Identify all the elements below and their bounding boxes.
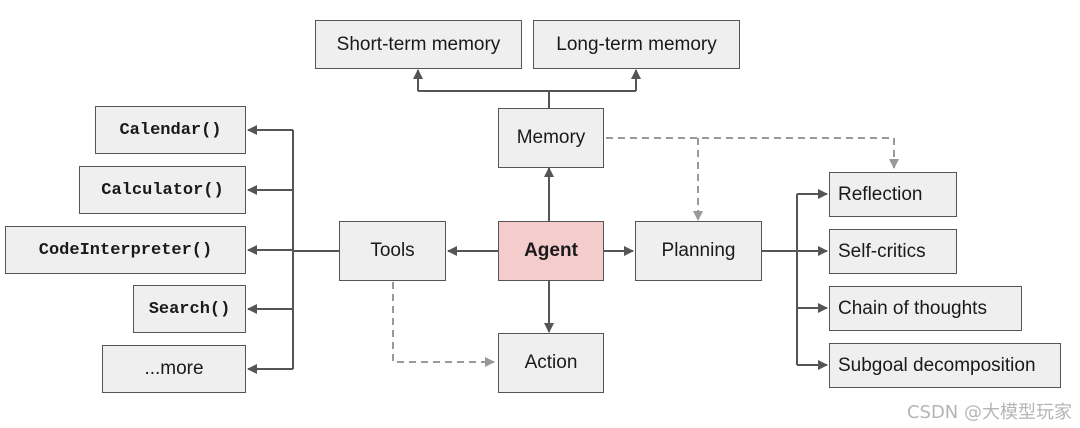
chain-of-thoughts-node: Chain of thoughts	[829, 286, 1022, 331]
action-node: Action	[498, 333, 604, 393]
subgoal-decomposition-node: Subgoal decomposition	[829, 343, 1061, 388]
code-interpreter-tool-node: CodeInterpreter()	[5, 226, 246, 274]
short-term-memory-node: Short-term memory	[315, 20, 522, 69]
long-term-memory-node: Long-term memory	[533, 20, 740, 69]
watermark: CSDN @大模型玩家	[906, 402, 1072, 423]
tools-node: Tools	[339, 221, 446, 281]
edge-memory-bus	[418, 90, 636, 108]
agent-node: Agent	[498, 221, 604, 281]
reflection-node: Reflection	[829, 172, 957, 217]
edge-planning-bus	[762, 194, 798, 365]
memory-node: Memory	[498, 108, 604, 168]
planning-node: Planning	[635, 221, 762, 281]
search-tool-node: Search()	[133, 285, 246, 333]
calculator-tool-node: Calculator()	[79, 166, 246, 214]
edge-tools-bus	[292, 130, 339, 369]
self-critics-node: Self-critics	[829, 229, 957, 274]
edge-tools-to-action	[392, 282, 495, 367]
more-tools-node: ...more	[102, 345, 246, 393]
calendar-tool-node: Calendar()	[95, 106, 246, 154]
